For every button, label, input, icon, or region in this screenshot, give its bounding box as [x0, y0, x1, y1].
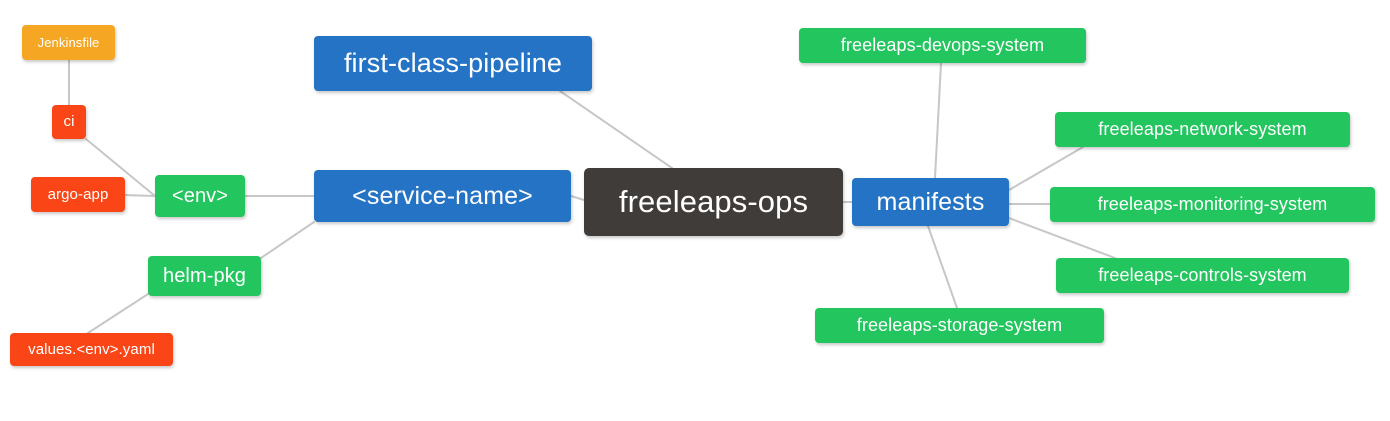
edge-manifests-to-freeleaps-storage-system [927, 225, 958, 309]
node-label: first-class-pipeline [343, 48, 563, 79]
edge-helm-pkg-to-values-yaml [87, 293, 149, 334]
node-jenkinsfile[interactable]: Jenkinsfile [22, 25, 115, 60]
edge-service-name-to-helm-pkg [260, 221, 315, 259]
node-argo-app[interactable]: argo-app [31, 177, 125, 212]
node-freeleaps-controls-system[interactable]: freeleaps-controls-system [1056, 258, 1349, 293]
edge-first-class-pipeline-to-freeleaps-ops [559, 90, 673, 169]
node-freeleaps-ops[interactable]: freeleaps-ops [584, 168, 843, 236]
node-label: freeleaps-network-system [1098, 119, 1307, 140]
node-freeleaps-devops-system[interactable]: freeleaps-devops-system [799, 28, 1086, 63]
edge-manifests-to-freeleaps-network-system [1008, 146, 1084, 191]
node-service-name[interactable]: <service-name> [314, 170, 571, 222]
node-helm-pkg[interactable]: helm-pkg [148, 256, 261, 296]
node-label: values.<env>.yaml [28, 340, 155, 358]
edge-manifests-to-freeleaps-devops-system [934, 62, 942, 179]
node-label: <service-name> [352, 181, 533, 210]
node-label: <env> [171, 184, 229, 207]
node-freeleaps-network-system[interactable]: freeleaps-network-system [1055, 112, 1350, 147]
edge-service-name-to-freeleaps-ops [570, 195, 585, 201]
node-label: freeleaps-monitoring-system [1097, 194, 1328, 215]
edge-ci-to-env [85, 138, 156, 197]
node-ci[interactable]: ci [52, 105, 86, 139]
node-label: argo-app [47, 185, 109, 203]
node-label: manifests [876, 187, 985, 216]
edge-manifests-to-freeleaps-controls-system [1008, 217, 1116, 259]
node-label: freeleaps-controls-system [1098, 265, 1307, 286]
node-env[interactable]: <env> [155, 175, 245, 217]
node-freeleaps-storage-system[interactable]: freeleaps-storage-system [815, 308, 1104, 343]
node-label: ci [63, 113, 75, 131]
node-label: helm-pkg [162, 264, 247, 287]
node-label: Jenkinsfile [37, 34, 100, 50]
node-label: freeleaps-storage-system [856, 315, 1063, 336]
node-freeleaps-monitoring-system[interactable]: freeleaps-monitoring-system [1050, 187, 1375, 222]
node-label: freeleaps-devops-system [840, 35, 1045, 56]
node-first-class-pipeline[interactable]: first-class-pipeline [314, 36, 592, 91]
edge-argo-app-to-env [124, 194, 156, 197]
node-label: freeleaps-ops [618, 183, 809, 219]
node-values-yaml[interactable]: values.<env>.yaml [10, 333, 173, 366]
node-manifests[interactable]: manifests [852, 178, 1009, 226]
